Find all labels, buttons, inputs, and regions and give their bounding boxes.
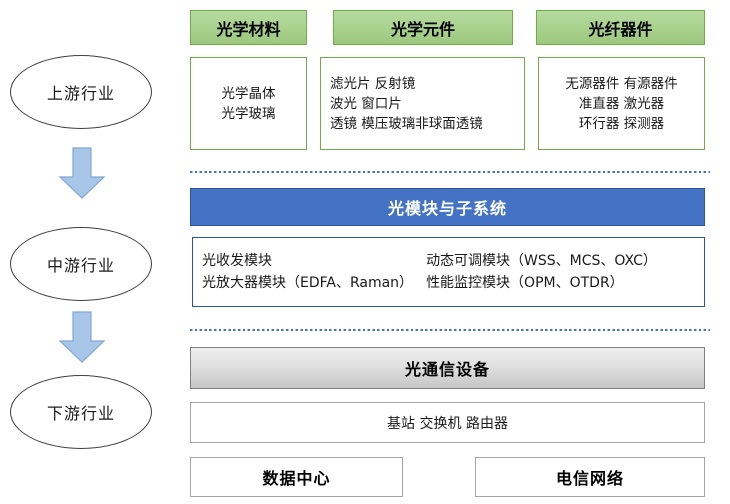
header-optical-comm-equipment-label: 光通信设备: [404, 360, 490, 379]
stage-ellipse-upstream: 上游行业: [10, 55, 152, 129]
box-telecom-network: 电信网络: [475, 457, 705, 497]
header-optical-components: 光学元件: [333, 10, 513, 45]
box-data-center: 数据中心: [190, 457, 403, 497]
list-item: 光放大器模块（EDFA、Raman）: [202, 275, 414, 291]
dotted-divider-bottom: [190, 329, 710, 332]
down-arrow-icon: [58, 311, 106, 363]
telecom-network-label: 电信网络: [555, 469, 624, 488]
stage-label-midstream: 中游行业: [46, 256, 115, 275]
list-item: 动态可调模块（WSS、MCS、OXC）: [426, 253, 657, 269]
header-optical-components-label: 光学元件: [390, 19, 455, 39]
box-network-devices: 基站 交换机 路由器: [190, 402, 705, 443]
box-fiber-devices: 无源器件 有源器件 准直器 激光器 环行器 探测器: [538, 57, 705, 150]
list-item: 波光 窗口片: [330, 95, 402, 112]
list-item: 光收发模块: [202, 253, 272, 269]
module-list-right: 动态可调模块（WSS、MCS、OXC） 性能监控模块（OPM、OTDR）: [426, 250, 657, 294]
data-center-label: 数据中心: [262, 469, 331, 488]
header-optical-materials: 光学材料: [190, 10, 307, 45]
list-item: 无源器件 有源器件: [565, 75, 678, 92]
dotted-divider-top: [190, 171, 710, 174]
list-item: 光学晶体: [221, 85, 276, 102]
box-optical-materials: 光学晶体 光学玻璃: [190, 57, 307, 150]
list-item: 环行器 探测器: [578, 115, 665, 132]
down-arrow-icon: [58, 147, 106, 199]
box-optical-components: 滤光片 反射镜 波光 窗口片 透镜 模压玻璃非球面透镜: [320, 57, 525, 150]
list-item: 准直器 激光器: [578, 95, 665, 112]
header-optical-comm-equipment: 光通信设备: [190, 347, 705, 389]
list-item: 透镜 模压玻璃非球面透镜: [330, 115, 483, 132]
stage-ellipse-downstream: 下游行业: [10, 375, 152, 449]
stage-ellipse-midstream: 中游行业: [10, 227, 152, 301]
header-optical-modules-label: 光模块与子系统: [387, 199, 507, 218]
stage-label-upstream: 上游行业: [46, 84, 115, 103]
list-item: 滤光片 反射镜: [330, 75, 416, 92]
network-devices-label: 基站 交换机 路由器: [387, 415, 508, 432]
box-optical-modules: 光收发模块 光放大器模块（EDFA、Raman） 动态可调模块（WSS、MCS、…: [192, 237, 705, 307]
list-item: 光学玻璃: [221, 105, 276, 122]
header-optical-modules: 光模块与子系统: [190, 188, 705, 226]
stage-label-downstream: 下游行业: [46, 404, 115, 423]
header-fiber-devices: 光纤器件: [536, 10, 705, 45]
module-list-left: 光收发模块 光放大器模块（EDFA、Raman）: [202, 250, 413, 294]
header-optical-materials-label: 光学材料: [216, 19, 281, 39]
list-item: 性能监控模块（OPM、OTDR）: [426, 275, 624, 291]
header-fiber-devices-label: 光纤器件: [588, 19, 653, 39]
